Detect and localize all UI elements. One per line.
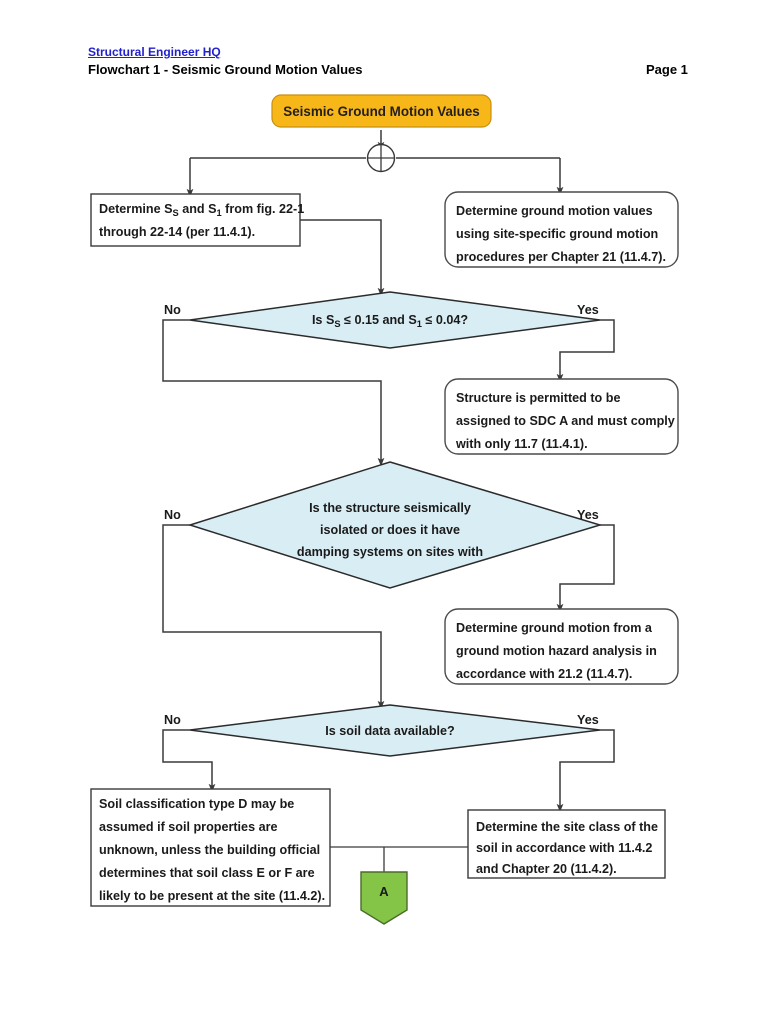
- header-link[interactable]: Structural Engineer HQ: [88, 45, 221, 59]
- determine-site-class-line1: Determine the site class of the: [476, 820, 658, 834]
- edge-decision3-no: [162, 729, 216, 793]
- node-decision-ss-threshold: Is SS ≤ 0.15 and S1 ≤ 0.04? No Yes: [164, 291, 601, 349]
- decision-soil-data-yes-label: Yes: [577, 713, 599, 727]
- sdc-a-permitted-line2: assigned to SDC A and must comply: [456, 414, 675, 428]
- node-title: Seismic Ground Motion Values: [271, 94, 492, 128]
- decision-isolated-damped-line3: damping systems on sites with: [297, 545, 483, 559]
- node-connector-a: A: [360, 871, 408, 925]
- edge-determine-ss-to-decision1: [300, 219, 385, 297]
- node-decision-soil-data: Is soil data available? No Yes: [164, 704, 601, 757]
- page-title: Flowchart 1 - Seismic Ground Motion Valu…: [88, 62, 363, 77]
- edge-decision2-no: [162, 524, 385, 710]
- determine-site-specific-line2: using site-specific ground motion: [456, 227, 658, 241]
- decision-isolated-damped-line2: isolated or does it have: [320, 523, 460, 537]
- soil-class-d-assumed-line3: unknown, unless the building official: [99, 843, 320, 857]
- soil-class-d-assumed-line4: determines that soil class E or F are: [99, 866, 315, 880]
- decision-isolated-damped-no-label: No: [164, 508, 181, 522]
- soil-class-d-assumed-line1: Soil classification type D may be: [99, 797, 294, 811]
- split-junction: [366, 143, 396, 173]
- decision-soil-data-no-label: No: [164, 713, 181, 727]
- node-determine-site-class: Determine the site class of the soil in …: [467, 809, 666, 879]
- edge-decision1-no: [162, 319, 385, 467]
- edge-decision3-yes: [556, 729, 615, 813]
- determine-site-class-line3: and Chapter 20 (11.4.2).: [476, 862, 617, 876]
- decision-isolated-damped-line1: Is the structure seismically: [309, 501, 471, 515]
- decision-soil-data-label: Is soil data available?: [325, 724, 455, 738]
- page-number: Page 1: [646, 62, 688, 77]
- connector-a-label: A: [379, 884, 389, 899]
- determine-site-specific-line3: procedures per Chapter 21 (11.4.7).: [456, 250, 666, 264]
- ground-motion-hazard-analysis-line3: accordance with 21.2 (11.4.7).: [456, 667, 632, 681]
- determine-site-class-line2: soil in accordance with 11.4.2: [476, 841, 652, 855]
- determine-site-specific-line1: Determine ground motion values: [456, 204, 653, 218]
- node-soil-class-d-assumed: Soil classification type D may be assume…: [90, 788, 331, 907]
- edge-decision2-yes: [556, 524, 615, 613]
- node-determine-site-specific: Determine ground motion values using sit…: [444, 191, 679, 268]
- decision-ss-threshold-label: Is SS ≤ 0.15 and S1 ≤ 0.04?: [312, 313, 468, 329]
- determine-ss-s1-line1: Determine SS and S1 from fig. 22-1: [99, 202, 304, 218]
- sdc-a-permitted-line3: with only 11.7 (11.4.1).: [455, 437, 588, 451]
- determine-ss-s1-line2: through 22-14 (per 11.4.1).: [99, 225, 255, 239]
- decision-ss-threshold-no-label: No: [164, 303, 181, 317]
- node-determine-ss-s1: Determine SS and S1 from fig. 22-1 throu…: [90, 193, 304, 247]
- node-ground-motion-hazard-analysis: Determine ground motion from a ground mo…: [444, 608, 679, 685]
- edge-decision1-yes: [556, 319, 615, 383]
- decision-ss-threshold-shape: [189, 291, 601, 349]
- determine-ss-s1-shape: [90, 193, 301, 247]
- decision-soil-data-shape: [189, 704, 601, 757]
- node-decision-isolated-damped: Is the structure seismically isolated or…: [164, 461, 603, 589]
- sdc-a-permitted-line1: Structure is permitted to be: [456, 391, 620, 405]
- decision-isolated-damped-shape: [187, 461, 603, 589]
- ground-motion-hazard-analysis-shape: [444, 608, 679, 685]
- connector-a-shape: [360, 871, 408, 925]
- sdc-a-permitted-shape: [444, 378, 679, 455]
- determine-site-class-shape: [467, 809, 666, 879]
- node-sdc-a-permitted: Structure is permitted to be assigned to…: [444, 378, 679, 455]
- decision-isolated-damped-yes-label: Yes: [577, 508, 599, 522]
- ground-motion-hazard-analysis-line1: Determine ground motion from a: [456, 621, 653, 635]
- title-node-shape: [271, 94, 492, 128]
- soil-class-d-assumed-line2: assumed if soil properties are: [99, 820, 277, 834]
- decision-ss-threshold-yes-label: Yes: [577, 303, 599, 317]
- soil-class-d-assumed-shape: [90, 788, 331, 907]
- soil-class-d-assumed-line5: likely to be present at the site (11.4.2…: [99, 889, 325, 903]
- determine-site-specific-shape: [444, 191, 679, 268]
- ground-motion-hazard-analysis-line2: ground motion hazard analysis in: [456, 644, 657, 658]
- title-node-label: Seismic Ground Motion Values: [283, 104, 479, 119]
